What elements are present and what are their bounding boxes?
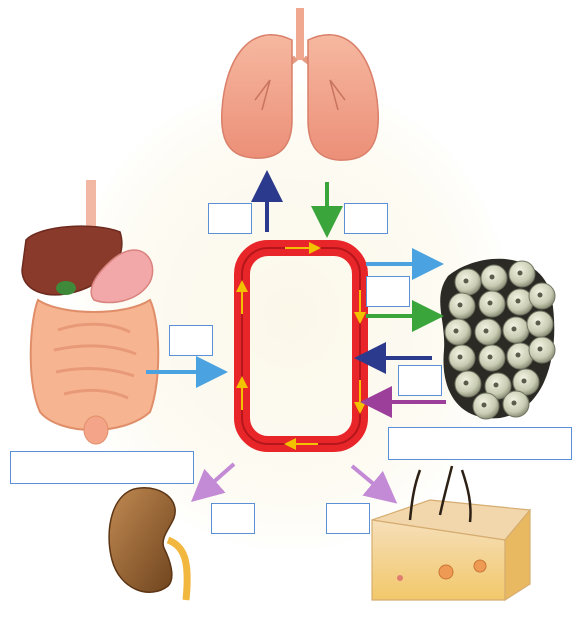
- cell-nucleus: [516, 353, 521, 358]
- cell-nucleus: [488, 355, 493, 360]
- cell-nucleus: [512, 327, 517, 332]
- blank-cells-out[interactable]: [366, 276, 410, 307]
- cell-nucleus: [512, 401, 517, 406]
- cell-nucleus: [490, 275, 495, 280]
- cell-nucleus: [494, 383, 499, 388]
- blank-digestion-in[interactable]: [169, 325, 213, 356]
- blank-cells-name[interactable]: [388, 427, 572, 460]
- cell-nucleus: [538, 347, 543, 352]
- cell-nucleus: [518, 271, 523, 276]
- blank-cells-in[interactable]: [398, 365, 442, 396]
- cell-nucleus: [488, 301, 493, 306]
- arrow-to-skin: [352, 466, 388, 496]
- digestive-system-icon: [22, 180, 158, 444]
- skin-icon: [372, 466, 530, 600]
- cell-nucleus: [482, 403, 487, 408]
- kidney-icon: [109, 488, 187, 600]
- blood-vessel-loop: [242, 248, 360, 444]
- cell-nucleus: [464, 381, 469, 386]
- cell-nucleus: [458, 303, 463, 308]
- blank-lungs-out[interactable]: [208, 203, 252, 234]
- cell-nucleus: [454, 329, 459, 334]
- cell-nucleus: [536, 321, 541, 326]
- cell-nucleus: [458, 355, 463, 360]
- blank-kidney-out[interactable]: [211, 503, 255, 534]
- blank-digestion-name[interactable]: [10, 451, 194, 484]
- cell-nucleus: [522, 379, 527, 384]
- lungs-icon: [222, 8, 379, 160]
- blank-lungs-in[interactable]: [344, 203, 388, 234]
- cell-nucleus: [464, 279, 469, 284]
- cell-nucleus: [538, 293, 543, 298]
- blank-skin-out[interactable]: [326, 503, 370, 534]
- cell-nucleus: [516, 299, 521, 304]
- cell-nucleus: [484, 329, 489, 334]
- cells-icon: [440, 259, 555, 419]
- arrow-to-kidney: [200, 464, 234, 494]
